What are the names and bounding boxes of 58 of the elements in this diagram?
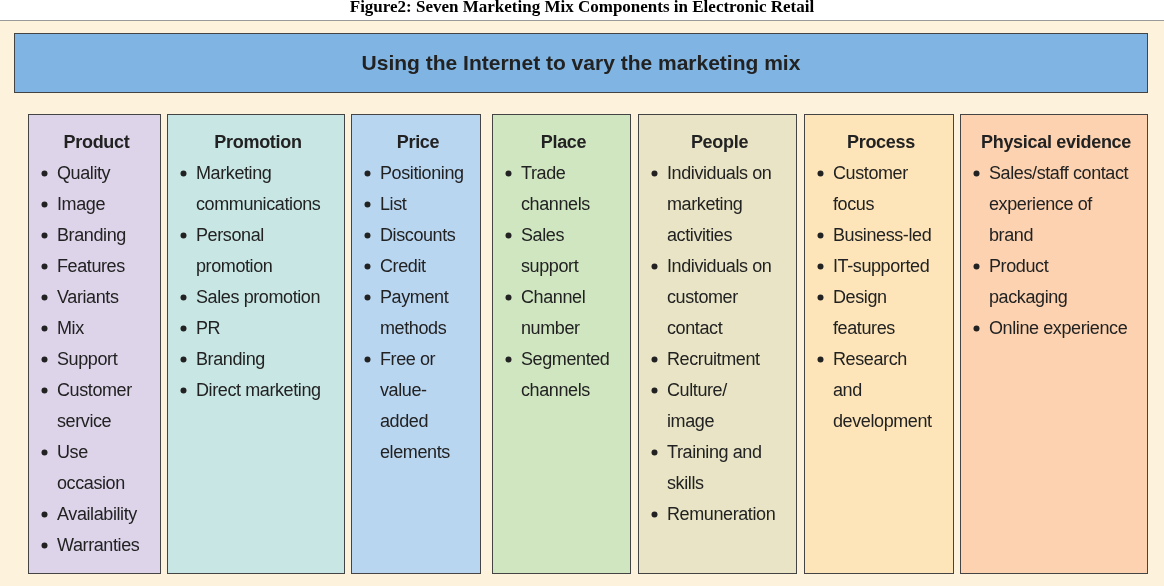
bullet-item: Payment methods — [380, 282, 476, 344]
category-column — [167, 114, 345, 574]
category-column — [28, 114, 161, 574]
bullet-item: Design features — [833, 282, 949, 344]
bullet-item: Customer focus — [833, 158, 949, 220]
category-column — [960, 114, 1148, 574]
category-column — [351, 114, 481, 574]
bullet-item: Marketing communications — [196, 158, 340, 220]
bullet-item: Quality — [57, 158, 156, 189]
bullet-item: PR — [196, 313, 340, 344]
bullet-item: Research and development — [833, 344, 949, 437]
column-heading: Promotion — [213, 131, 303, 154]
bullet-item: IT-supported — [833, 251, 949, 282]
bullet-item: Image — [57, 189, 156, 220]
bullet-item: Product packaging — [989, 251, 1143, 313]
bullet-item: Remuneration — [667, 499, 792, 530]
bullet-item: Warranties — [57, 530, 156, 561]
bullet-item: Credit — [380, 251, 476, 282]
category-column — [492, 114, 631, 574]
bullet-item: Customer service — [57, 375, 156, 437]
category-column — [638, 114, 797, 574]
bullet-item: Sales/staff contact experience of brand — [989, 158, 1143, 251]
category-column — [804, 114, 954, 574]
bullet-item: Branding — [196, 344, 340, 375]
bullet-item: Mix — [57, 313, 156, 344]
column-heading: Process — [846, 131, 916, 154]
bullet-item: Trade channels — [521, 158, 626, 220]
bullet-item: Culture/ image — [667, 375, 792, 437]
bullet-item: List — [380, 189, 476, 220]
bullet-item: Discounts — [380, 220, 476, 251]
bullet-item: Segmented channels — [521, 344, 626, 406]
column-heading: Physical evidence — [980, 131, 1132, 154]
bullet-item: Training and skills — [667, 437, 792, 499]
bullet-item: Direct marketing — [196, 375, 340, 406]
bullet-item: Personal promotion — [196, 220, 340, 282]
figure-title: Figure2: Seven Marketing Mix Components in Electronic Retail — [348, 0, 816, 16]
bullet-item: Support — [57, 344, 156, 375]
bullet-item: Positioning — [380, 158, 476, 189]
banner-heading: Using the Internet to vary the marketing mix — [361, 51, 801, 75]
bullet-item: Sales support — [521, 220, 626, 282]
bullet-item: Features — [57, 251, 156, 282]
title-banner — [14, 33, 1148, 93]
column-heading: Price — [395, 131, 441, 154]
bullet-item: Sales promotion — [196, 282, 340, 313]
bullet-item: Variants — [57, 282, 156, 313]
bullet-item: Business-led — [833, 220, 949, 251]
bullet-item: Free or value-added elements — [380, 344, 476, 468]
bullet-item: Channel number — [521, 282, 626, 344]
column-heading: Product — [62, 131, 131, 154]
bullet-item: Use occasion — [57, 437, 156, 499]
bullet-item: Individuals on customer contact — [667, 251, 792, 344]
bullet-item: Recruitment — [667, 344, 792, 375]
bullet-item: Individuals on marketing activities — [667, 158, 792, 251]
column-heading: People — [689, 131, 750, 154]
column-heading: Place — [539, 131, 588, 154]
bullet-item: Branding — [57, 220, 156, 251]
bullet-item: Online experience — [989, 313, 1143, 344]
bullet-item: Availability — [57, 499, 156, 530]
